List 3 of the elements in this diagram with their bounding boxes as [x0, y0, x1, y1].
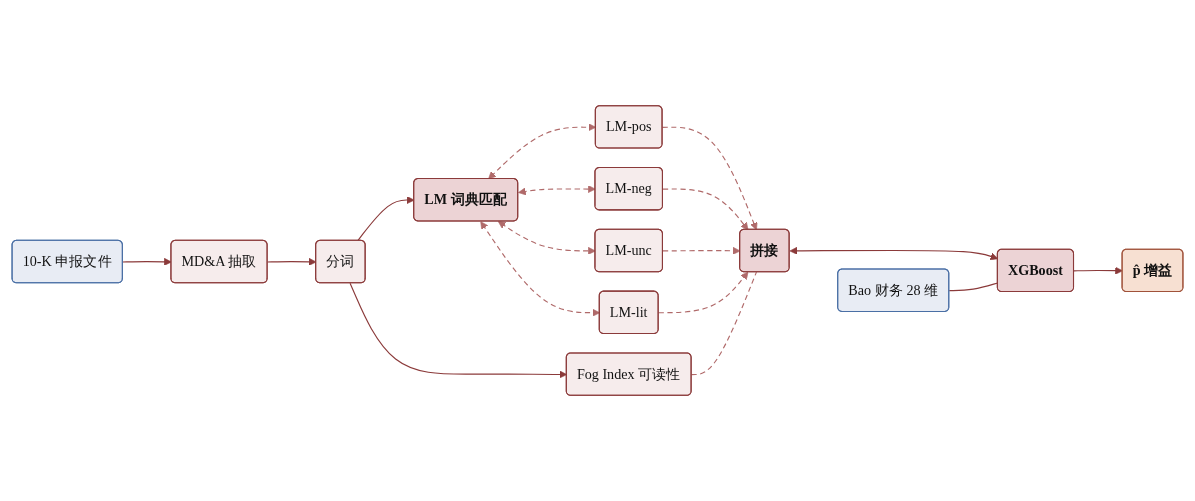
- arrow: [658, 271, 749, 314]
- arrow: [1073, 266, 1123, 275]
- arrow: [662, 188, 749, 231]
